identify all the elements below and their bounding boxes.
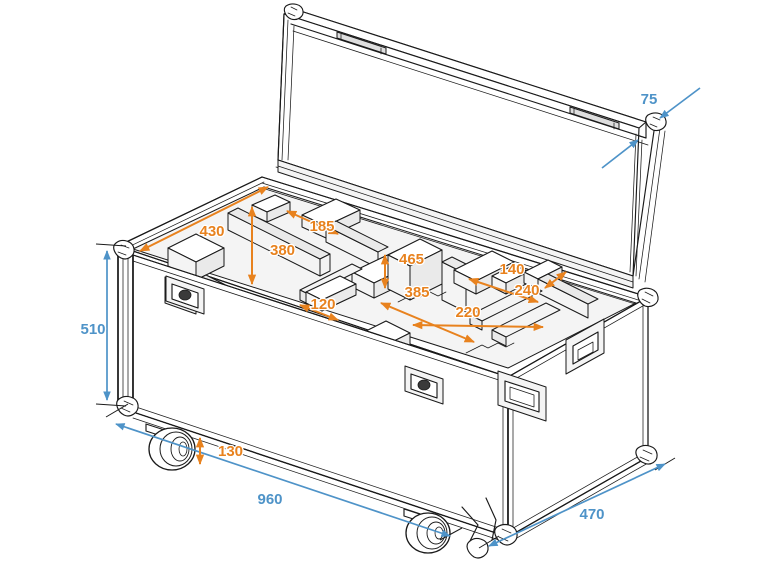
handle-front-right[interactable] — [497, 370, 547, 422]
hinge-rear-right — [569, 106, 620, 130]
dimension-label-lid: 75 — [641, 91, 658, 108]
dimension-140: 140 — [468, 260, 539, 303]
latch-front-mid[interactable] — [404, 365, 444, 405]
ball-corner-bottom-left — [116, 396, 139, 417]
dimension-label-width: 960 — [257, 491, 282, 508]
dimension-label-380: 380 — [270, 242, 295, 259]
ball-corner-lid-left — [283, 3, 304, 21]
dimension-height-510: 510 — [79, 243, 127, 407]
dimension-385: 385 — [380, 283, 475, 343]
ball-corner-top-right — [637, 287, 659, 308]
dimension-label-130: 130 — [218, 443, 243, 460]
dimension-label-385: 385 — [404, 284, 429, 301]
dimension-130: 130 — [195, 436, 244, 466]
dimension-width-960: 960 — [105, 403, 463, 541]
latch-front-left[interactable] — [165, 275, 205, 315]
dimension-185: 185 — [286, 210, 339, 236]
dimension-120: 120 — [299, 295, 339, 321]
dimension-label-120: 120 — [310, 296, 335, 313]
dimension-380: 380 — [247, 205, 296, 286]
dimension-label-185: 185 — [309, 218, 334, 235]
hinge-rear-left — [336, 31, 387, 55]
dimension-label-height: 510 — [80, 321, 105, 338]
dimension-220: 220 — [411, 303, 545, 332]
dimension-label-depth: 470 — [579, 506, 604, 523]
castor-front-left — [145, 423, 196, 471]
ball-corner-bottom-right — [635, 445, 658, 465]
dimension-label-220: 220 — [455, 304, 480, 321]
dimension-label-240: 240 — [514, 282, 539, 299]
dimension-465: 465 — [380, 250, 425, 290]
dimension-label-430: 430 — [199, 223, 224, 240]
dimension-label-140: 140 — [499, 261, 524, 278]
ball-corner-top-left — [113, 240, 135, 260]
dimension-240: 240 — [513, 271, 567, 300]
dimension-lid-75: 75 — [601, 87, 701, 169]
dimension-depth-470: 470 — [478, 457, 676, 549]
dimension-label-465: 465 — [399, 251, 424, 268]
case-lid — [275, 3, 667, 289]
dimension-430: 430 — [139, 186, 269, 252]
handle-side-right[interactable] — [565, 318, 605, 375]
